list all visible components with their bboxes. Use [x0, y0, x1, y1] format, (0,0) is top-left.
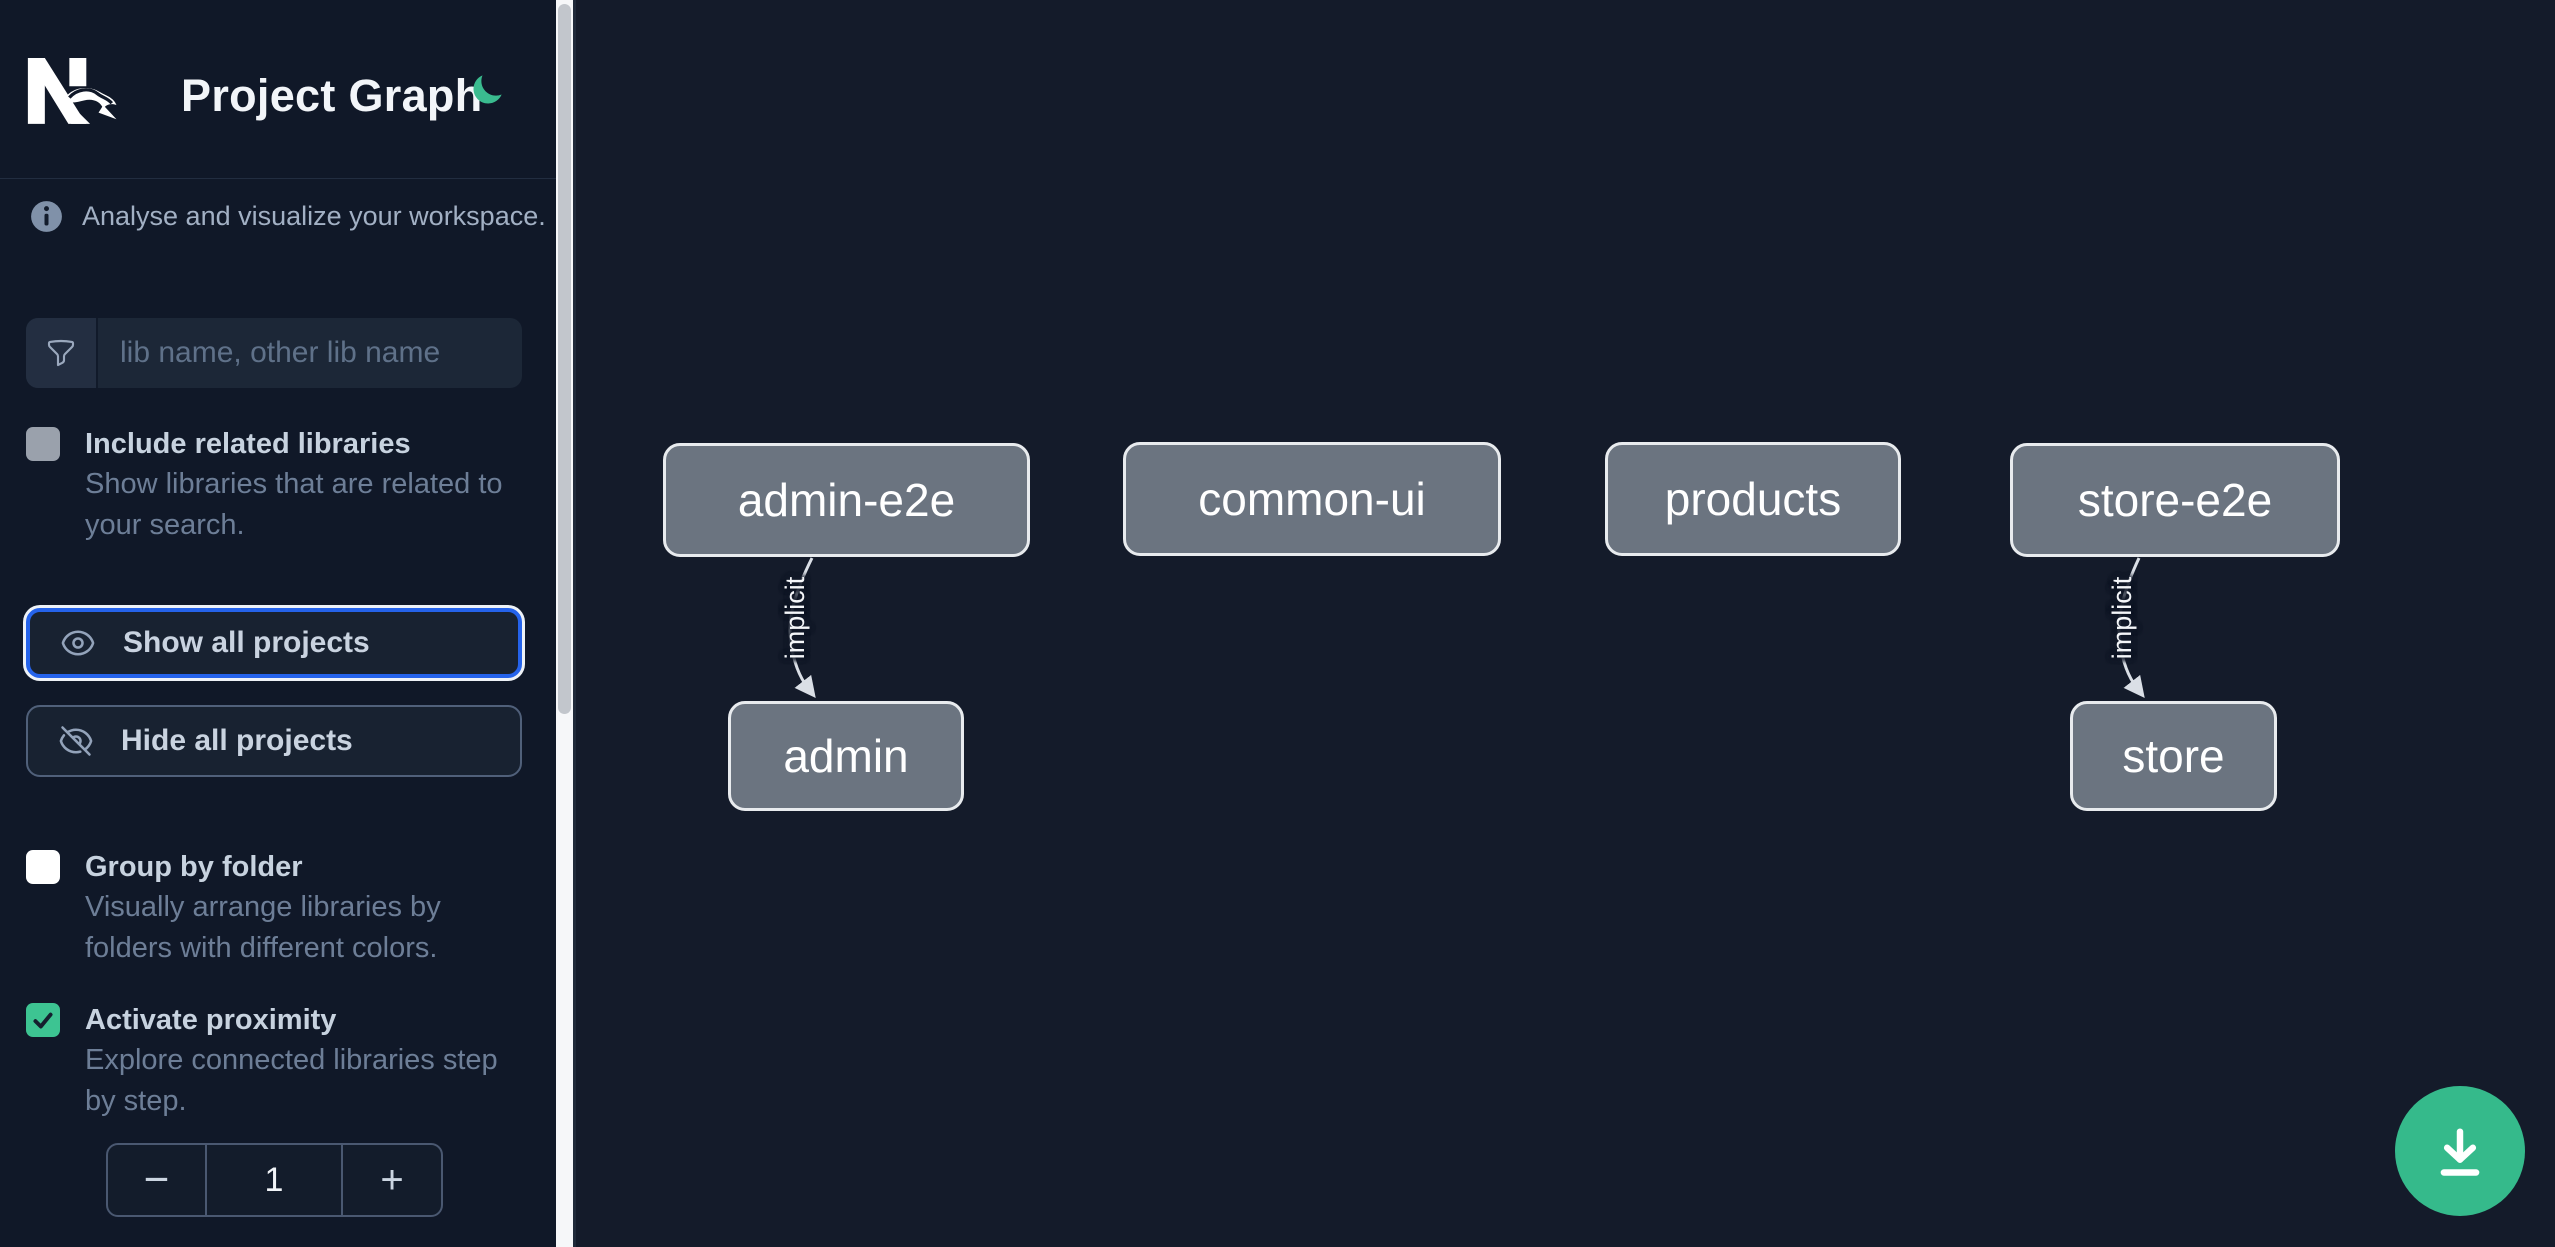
option-label: Group by folder: [85, 851, 303, 883]
hide-all-projects-button[interactable]: Hide all projects: [26, 705, 522, 777]
increase-depth-button[interactable]: +: [341, 1145, 441, 1215]
filter-input-group: [26, 318, 522, 388]
graph-node-common-ui[interactable]: common-ui: [1123, 442, 1501, 556]
workspace-tagline: Analyse and visualize your workspace.: [28, 198, 546, 235]
option-group-by-folder: Group by folder Visually arrange librari…: [26, 847, 526, 969]
option-description: Show libraries that are related to your …: [85, 468, 503, 541]
dependency-edges-layer: [788, 557, 2145, 698]
decrease-depth-button[interactable]: −: [108, 1145, 207, 1215]
show-all-projects-button[interactable]: Show all projects: [26, 608, 522, 678]
tagline-text: Analyse and visualize your workspace.: [82, 201, 546, 231]
filter-libs-input[interactable]: [98, 318, 522, 388]
option-label: Include related libraries: [85, 428, 411, 460]
proximity-depth-stepper: − 1 +: [106, 1143, 443, 1217]
download-icon: [2440, 1128, 2480, 1176]
nx-logo-icon: [27, 57, 117, 124]
sidebar-header: Project Graph: [0, 0, 556, 179]
hide-all-projects-label: Hide all projects: [121, 724, 353, 757]
proximity-depth-value: 1: [264, 1160, 284, 1199]
graph-node-admin-e2e[interactable]: admin-e2e: [663, 443, 1030, 557]
graph-node-store-e2e[interactable]: store-e2e: [2010, 443, 2340, 557]
funnel-filter-icon: [26, 318, 98, 388]
include-related-checkbox[interactable]: [26, 427, 60, 461]
check-icon: [33, 1012, 53, 1029]
project-graph-canvas[interactable]: implicit implicit admin-e2e common-ui pr…: [573, 0, 2555, 1247]
edge-label-implicit: implicit: [780, 576, 810, 660]
info-icon: [31, 201, 62, 232]
edge-admin-e2e-to-admin[interactable]: [788, 557, 816, 698]
sidebar-scrollbar-track: [556, 0, 573, 1247]
graph-node-products[interactable]: products: [1605, 442, 1901, 556]
canvas-left-divider: [573, 0, 576, 1247]
show-all-projects-label: Show all projects: [123, 626, 370, 659]
download-graph-button[interactable]: [2395, 1086, 2525, 1216]
option-label: Activate proximity: [85, 1004, 337, 1036]
edge-label-implicit: implicit: [2107, 576, 2137, 660]
group-by-folder-checkbox[interactable]: [26, 850, 60, 884]
graph-node-store[interactable]: store: [2070, 701, 2277, 811]
activate-proximity-checkbox[interactable]: [26, 1003, 60, 1037]
graph-node-admin[interactable]: admin: [728, 701, 964, 811]
sidebar-scrollbar-thumb[interactable]: [558, 4, 571, 714]
page-title: Project Graph: [181, 70, 483, 121]
option-include-related-libraries: Include related libraries Show libraries…: [26, 424, 526, 546]
dark-mode-toggle-moon-icon[interactable]: [469, 72, 505, 108]
edge-store-e2e-to-store[interactable]: [2117, 557, 2145, 698]
option-description: Explore connected libraries step by step…: [85, 1044, 498, 1117]
sidebar: Project Graph Analyse and visualize your…: [0, 0, 573, 1247]
option-activate-proximity: Activate proximity Explore connected lib…: [26, 1000, 526, 1122]
eye-slash-icon: [59, 726, 93, 756]
eye-icon: [61, 630, 95, 656]
option-description: Visually arrange libraries by folders wi…: [85, 891, 441, 964]
